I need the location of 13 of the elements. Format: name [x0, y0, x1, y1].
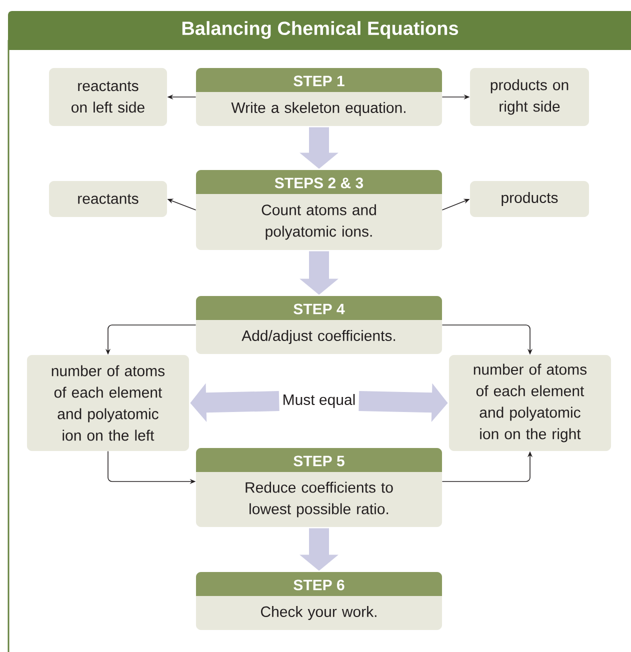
info-box: reactants on left side	[49, 68, 167, 126]
title-bar: Balancing Chemical Equations	[8, 11, 631, 50]
step-box: STEP 4 Add/adjust coefficients.	[196, 296, 442, 354]
info-box: products	[470, 181, 589, 217]
step-box: STEP 1 Write a skeleton equation.	[196, 68, 442, 126]
info-box: number of atoms of each element and polyatomic ion on the left	[27, 355, 189, 451]
info-box: number of atoms of each element and polyatomic ion on the right	[449, 355, 611, 451]
step-box: STEP 6 Check your work.	[196, 572, 442, 630]
step-box: STEP 5 Reduce coefficients to lowest possible ratio.	[196, 448, 442, 527]
info-box: reactants	[49, 181, 167, 217]
info-box: products on right side	[470, 68, 589, 126]
label-text: Must equal	[284, 394, 355, 408]
step-box: STEPS 2 & 3 Count atoms and polyatomic ions.	[196, 170, 442, 250]
